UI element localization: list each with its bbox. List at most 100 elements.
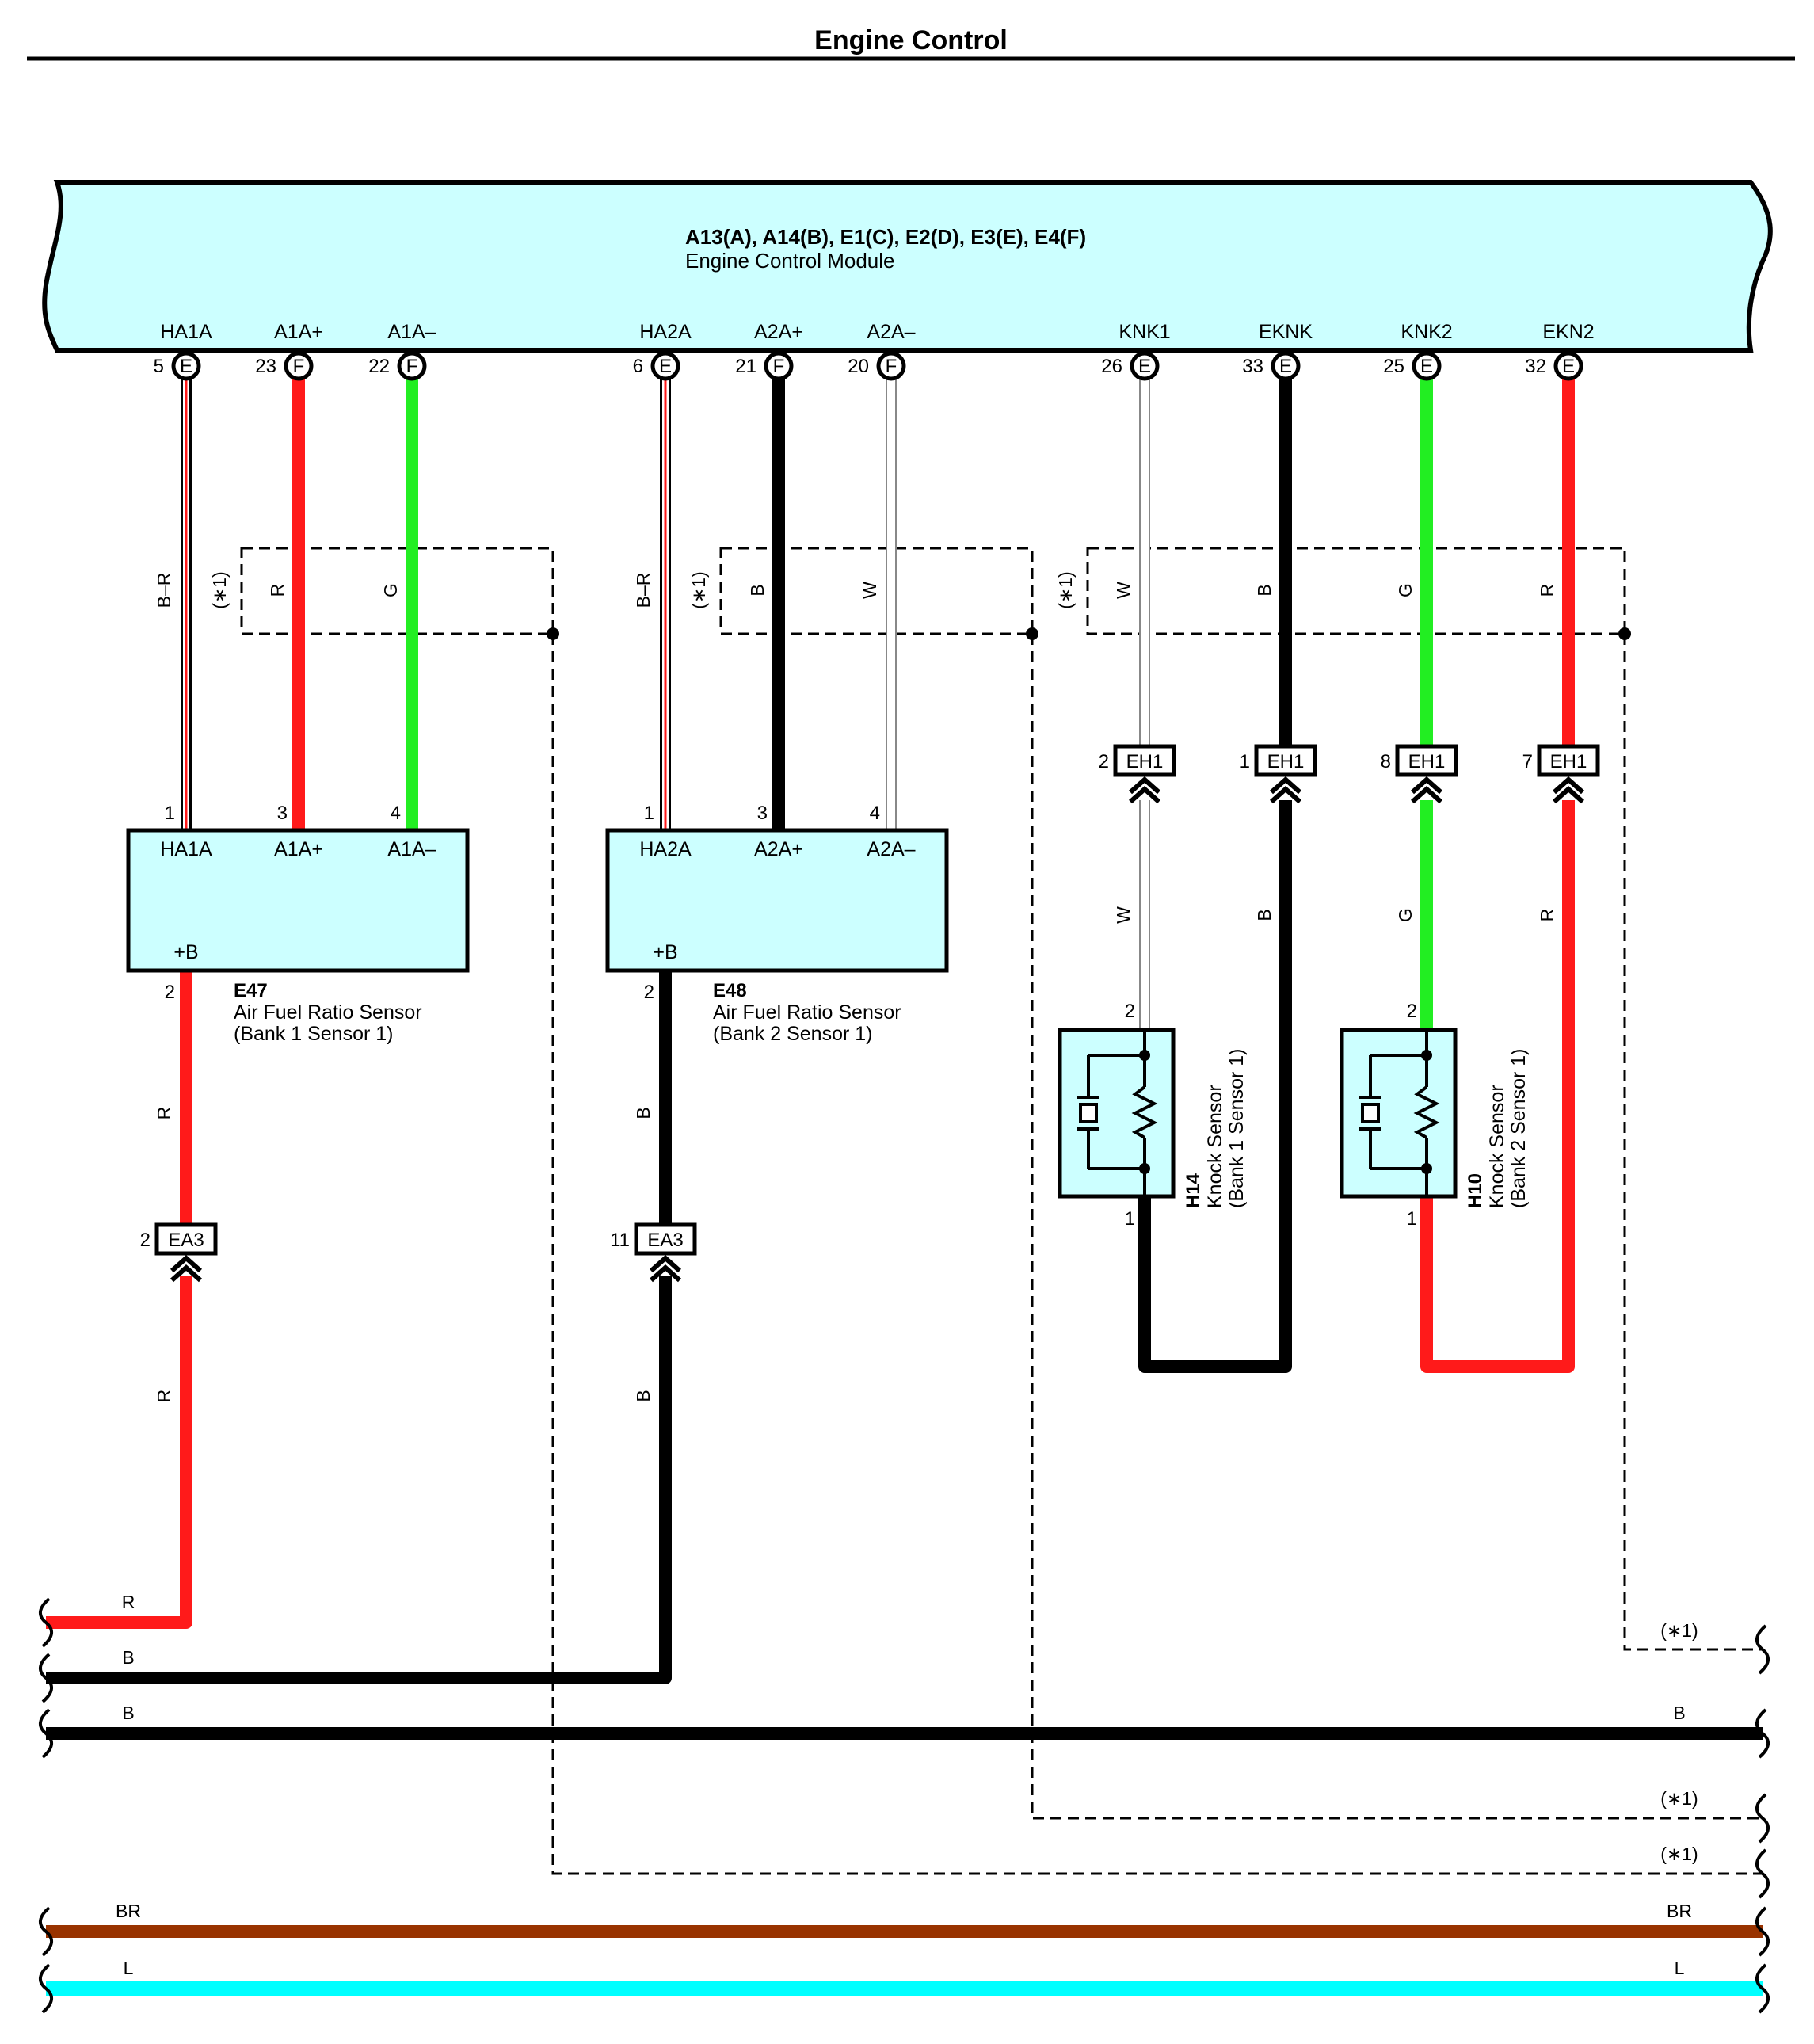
bus-label-right: (∗1) — [1660, 1788, 1698, 1809]
bus-label-right: BR — [1667, 1901, 1692, 1921]
af-sensor-pin-num: 4 — [391, 803, 401, 824]
ecm-name: Engine Control Module — [685, 249, 895, 273]
eh1-connector: EH1 8 — [1381, 744, 1458, 802]
ecm-terminal: F 20 — [848, 351, 906, 381]
ea3-pin: 11 — [610, 1230, 630, 1251]
shield-junction-dot — [1618, 627, 1631, 640]
shield-junction-dot — [1026, 627, 1038, 640]
ecm-terminal: F 22 — [368, 351, 427, 381]
break-marks-left — [39, 1597, 53, 2014]
ecm-box — [42, 180, 1773, 353]
af-sensor-e47: 1 3 4 HA1A A1A+ A1A– +B 2 E47 Air Fuel R… — [126, 803, 470, 1045]
af-sensor-box — [126, 828, 470, 973]
knock-sensor-h14: 2 1 H14 Knock Sensor (Bank 1 Sensor 1) — [1058, 1001, 1248, 1230]
wire-red-loop — [1420, 800, 1575, 1373]
ecm-terminal: F 21 — [735, 351, 794, 381]
af-sensor-name: Air Fuel Ratio Sensor — [234, 1001, 422, 1024]
junction-dot — [1139, 1163, 1150, 1174]
af-sensor-name: Air Fuel Ratio Sensor — [713, 1001, 901, 1024]
ecm-terminal-letter: E — [659, 356, 672, 377]
eh1-connector: EH1 1 — [1240, 744, 1317, 802]
knock-pin-bottom: 1 — [1125, 1208, 1135, 1230]
knock-sensor-code: H14 — [1183, 1173, 1204, 1208]
ecm-pin-label: HA2A — [639, 321, 692, 343]
af-sensor-pin-label: A2A– — [867, 838, 915, 860]
af-sensor-sub: (Bank 1 Sensor 1) — [234, 1023, 394, 1045]
af-sensor-pin-num: 1 — [644, 803, 654, 824]
af-sensor-pin-num: 3 — [757, 803, 768, 824]
ecm-pin-label: A2A+ — [754, 321, 803, 343]
wire-red — [46, 1276, 192, 1629]
wire-color-label: G — [1395, 583, 1416, 597]
af-sensor-e48: 1 3 4 HA2A A2A+ A2A– +B 2 E48 Air Fuel R… — [605, 803, 949, 1045]
shield-junction-dot — [547, 627, 559, 640]
ecm-pin-number: 32 — [1525, 356, 1546, 377]
eh1-box — [1395, 744, 1458, 777]
ecm-terminal-letter: E — [1562, 356, 1575, 377]
af-sensor-pin-num: 1 — [165, 803, 175, 824]
ecm-pin-number: 25 — [1383, 356, 1404, 377]
page-title: Engine Control — [814, 25, 1008, 55]
ecm-pin-label: KNK1 — [1119, 321, 1170, 343]
ecm-pin-number: 6 — [633, 356, 643, 377]
eh1-pin: 7 — [1522, 751, 1533, 772]
bus-label-right: B — [1673, 1703, 1685, 1723]
wire-labels: B–R R G B–R B W W B G R (∗1) (∗1) (∗1) W… — [154, 571, 1557, 1402]
wire-color-label: R — [154, 1107, 174, 1120]
ecm-pin-number: 33 — [1242, 356, 1263, 377]
connector-arrow-icon — [1130, 780, 1159, 802]
ecm-pin-label: EKNK — [1259, 321, 1313, 343]
ecm-terminal-letter: F — [293, 356, 305, 377]
bus-label-right: (∗1) — [1660, 1844, 1698, 1864]
ea3-label: EA3 — [168, 1230, 204, 1251]
shield-note: (∗1) — [1055, 571, 1076, 608]
wire-color-label: W — [1113, 582, 1134, 599]
ea3-label: EA3 — [647, 1230, 683, 1251]
ecm-terminal: E 32 — [1525, 351, 1583, 381]
wire-color-label: W — [859, 582, 880, 599]
ecm-pin-number: 22 — [368, 356, 390, 377]
shield-note: (∗1) — [688, 571, 709, 608]
af-sensor-plus-b: +B — [173, 941, 198, 963]
shield-lines — [240, 547, 1763, 1875]
shield-box-3 — [1086, 547, 1626, 635]
ecm-terminal-letter: E — [1420, 356, 1433, 377]
knock-pin-top: 2 — [1407, 1001, 1417, 1022]
bus-label-left: R — [122, 1592, 135, 1612]
ecm-pin-number: 21 — [735, 356, 756, 377]
shield-box-1 — [240, 547, 554, 635]
ea3-box — [154, 1222, 218, 1256]
ecm-connector-codes: A13(A), A14(B), E1(C), E2(D), E3(E), E4(… — [685, 225, 1086, 249]
knock-pin-bottom: 1 — [1407, 1208, 1417, 1230]
eh1-connector: EH1 2 — [1099, 744, 1176, 802]
wire-black — [46, 1276, 672, 1684]
bus-label-left: L — [124, 1958, 134, 1978]
connector-arrow-icon — [1554, 780, 1583, 802]
ecm-terminal: E 33 — [1242, 351, 1301, 381]
ecm-terminal-letter: E — [180, 356, 192, 377]
knock-pin-top: 2 — [1125, 1001, 1135, 1022]
ecm-terminal: E 5 — [154, 351, 201, 381]
af-sensor-pin-label: A1A+ — [274, 838, 323, 860]
ecm-pin-label: A1A– — [387, 321, 436, 343]
eh1-pin: 1 — [1240, 751, 1250, 772]
wire-color-label: B–R — [154, 573, 174, 608]
junction-dot — [1421, 1163, 1432, 1174]
ea3-connector: EA3 11 — [610, 1222, 697, 1280]
ecm-pin-number: 20 — [848, 356, 869, 377]
knock-sensor-code: H10 — [1465, 1173, 1486, 1208]
af-sensor-out-pin: 2 — [644, 982, 654, 1003]
bus-label-left: B — [122, 1703, 134, 1723]
wire-color-label: B — [633, 1390, 654, 1401]
ecm-pin-label: A2A– — [867, 321, 915, 343]
shield-note: (∗1) — [209, 571, 230, 608]
wire-color-label: R — [267, 584, 288, 597]
bus-label-left: BR — [116, 1901, 141, 1921]
knock-sensor-name: Knock Sensor — [1204, 1085, 1226, 1208]
ea3-box — [634, 1222, 697, 1256]
wire-color-label: R — [1537, 584, 1557, 597]
shield-box-2 — [719, 547, 1034, 635]
eh1-box — [1113, 744, 1176, 777]
ea3-pin: 2 — [140, 1230, 151, 1251]
